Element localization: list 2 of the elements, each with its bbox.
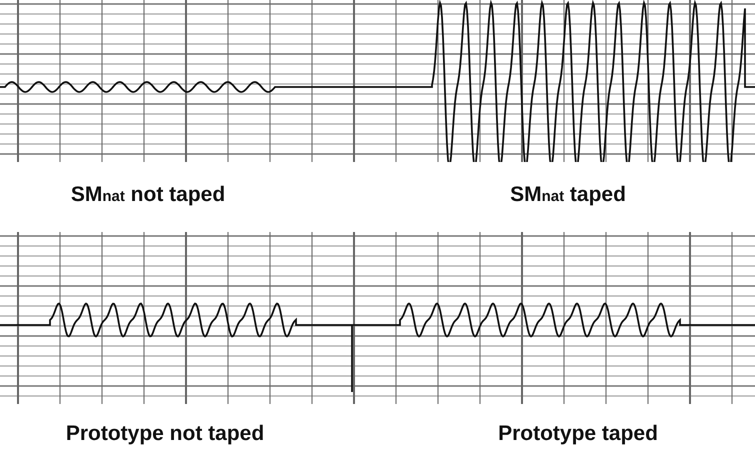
trace-caption: Prototype not taped [66,422,264,446]
trace-caption: Prototype taped [498,422,658,446]
